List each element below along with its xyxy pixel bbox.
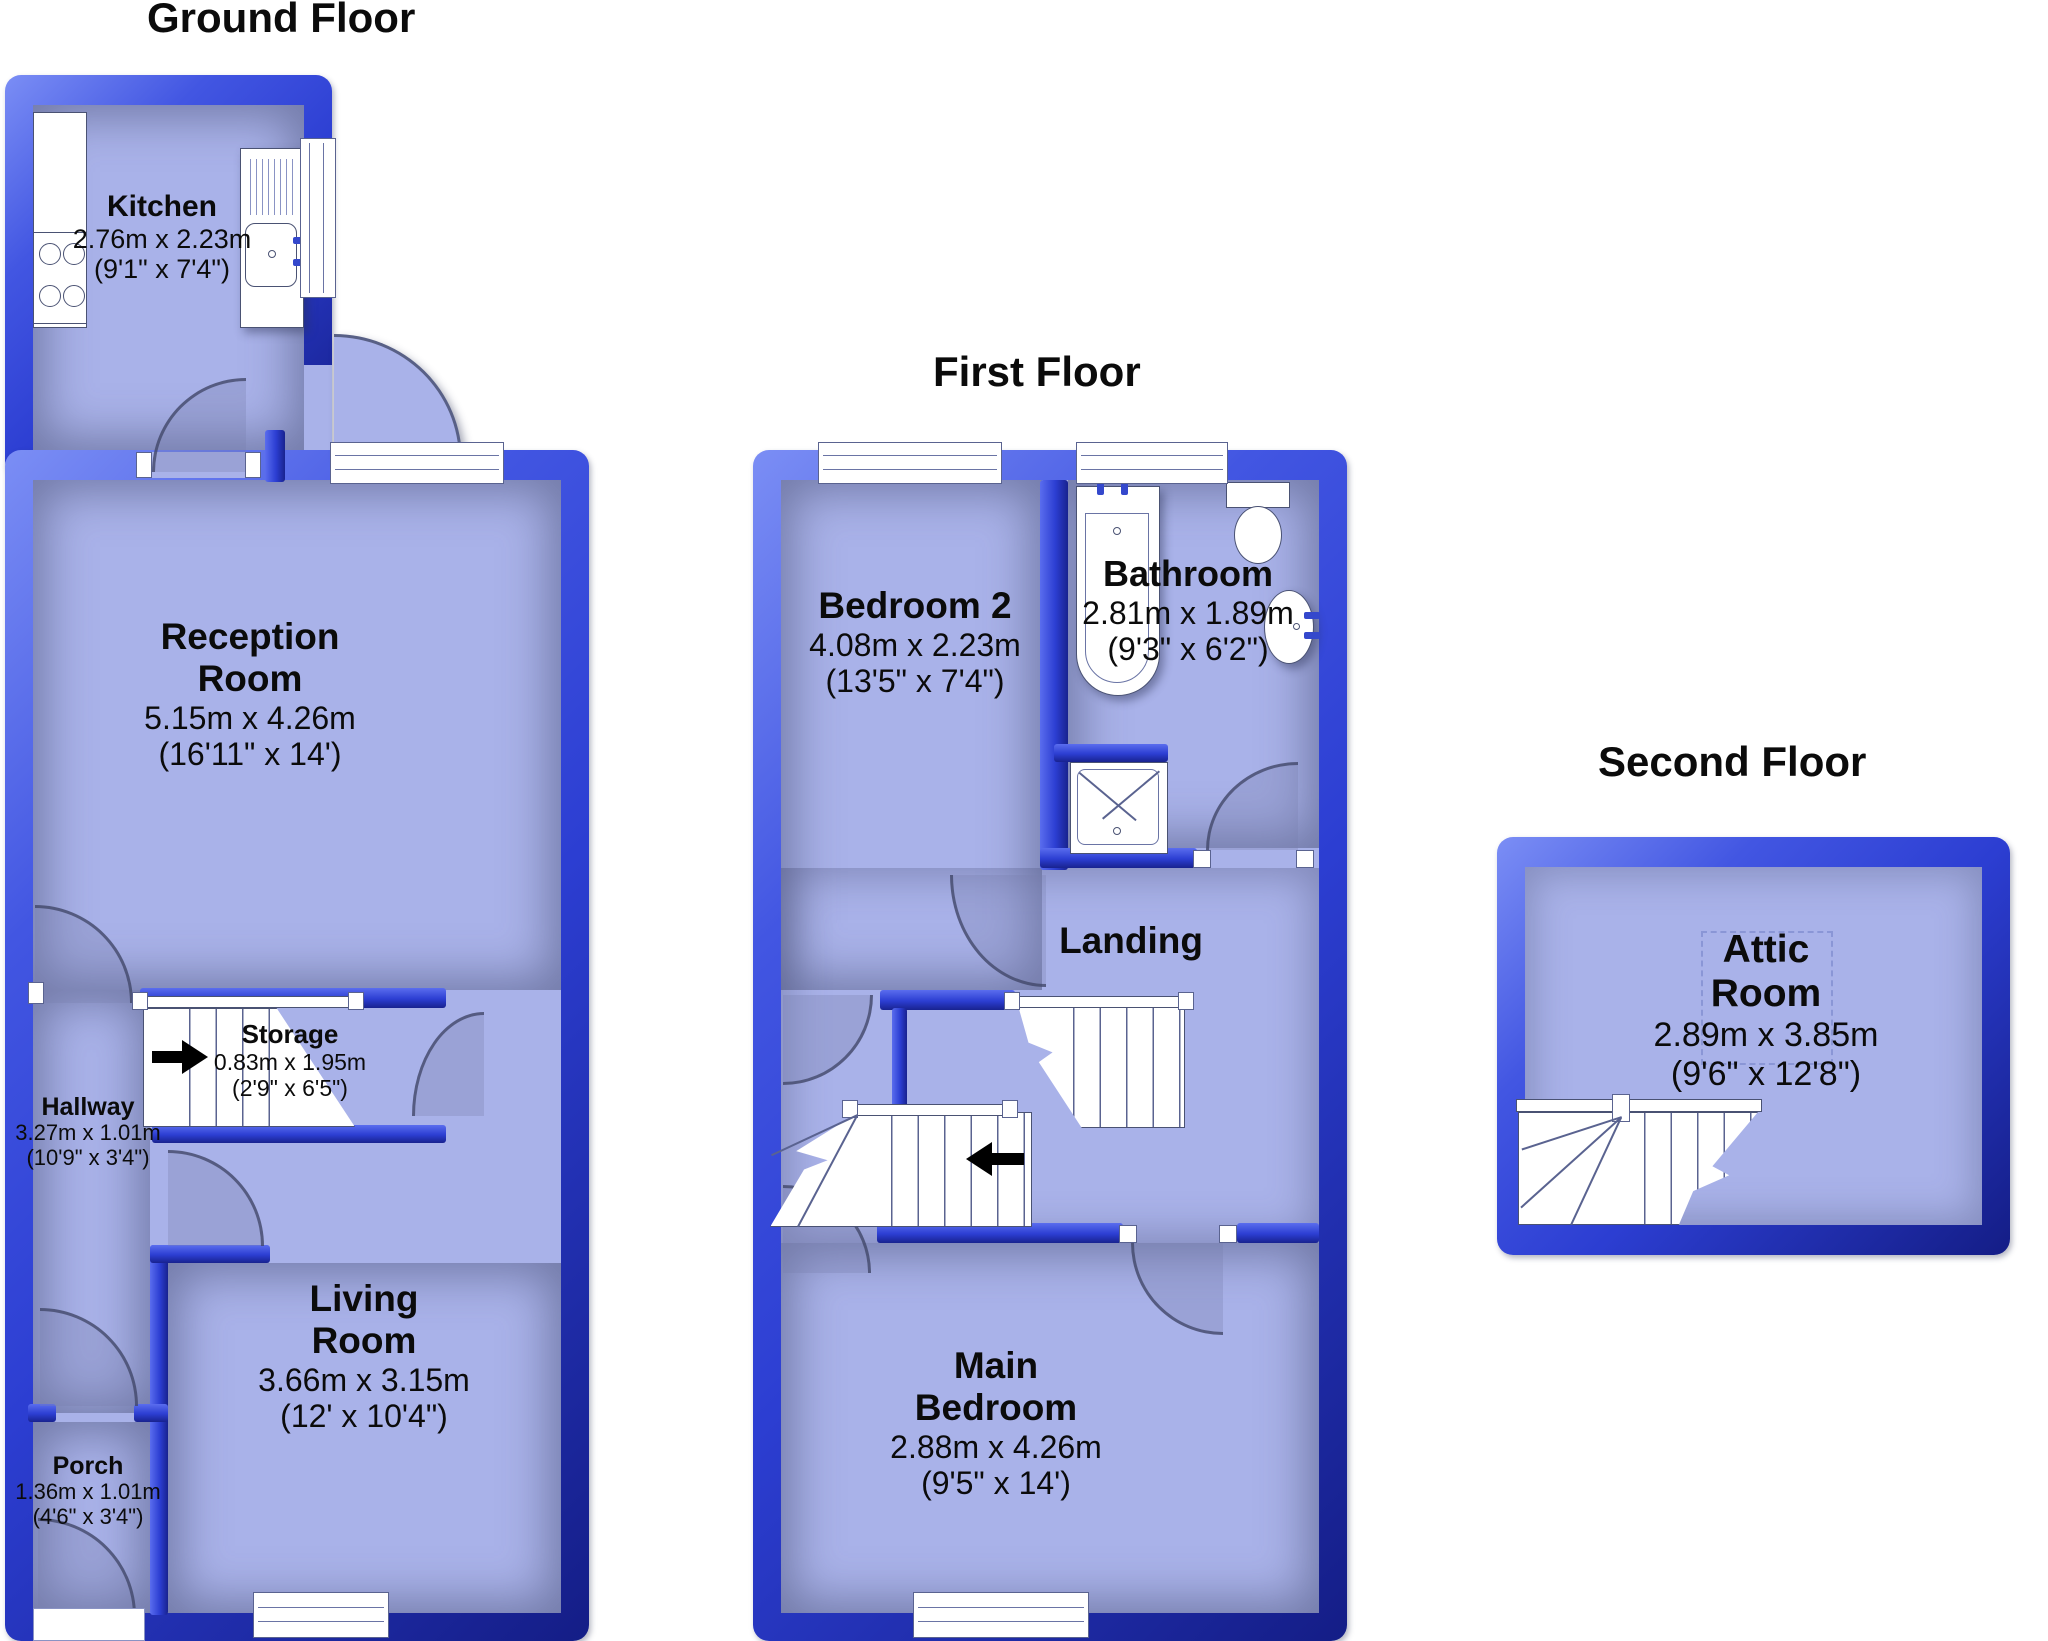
front-door-opening	[33, 1608, 145, 1641]
shower-drain-icon	[1113, 827, 1121, 835]
stairs-to-second-floor	[1018, 1006, 1185, 1128]
storage-label: Storage 0.83m x 1.95m (2'9" x 6'5")	[213, 1019, 367, 1102]
storage-bottom-wall	[152, 1125, 446, 1143]
tap-icon	[1097, 479, 1104, 495]
hob-burner-icon	[39, 285, 61, 307]
porch-wall-stub	[28, 1404, 56, 1422]
wall-stub	[265, 430, 285, 482]
kitchen-window	[300, 138, 336, 298]
hob-burner-icon	[63, 243, 85, 265]
bath-drain-icon	[1113, 527, 1121, 535]
stair-newel	[1002, 1100, 1018, 1118]
toilet-cistern-icon	[1226, 482, 1290, 508]
basin-drain-icon	[1293, 623, 1300, 630]
reception-label: Reception Room 5.15m x 4.26m (16'11" x 1…	[144, 616, 356, 772]
stair-newel	[132, 992, 148, 1010]
door-jamb	[1219, 1225, 1237, 1243]
tap-icon	[1121, 479, 1128, 495]
door-jamb	[1193, 850, 1211, 868]
tap-icon	[1304, 632, 1320, 639]
hob-burner-icon	[39, 243, 61, 265]
stair-newel	[1178, 992, 1194, 1010]
living-top-wall-stub	[150, 1245, 270, 1263]
first-floor-title: First Floor	[933, 348, 1141, 395]
hob-burner-icon	[63, 285, 85, 307]
hallway-label: Hallway 3.27m x 1.01m (10'9" x 3'4")	[15, 1093, 161, 1171]
kitchen-label: Kitchen 2.76m x 2.23m (9'1" x 7'4")	[72, 190, 252, 285]
bathtub-icon	[1076, 479, 1160, 696]
stair-rail	[848, 1104, 1012, 1116]
landing-label: Landing	[1059, 920, 1203, 961]
living-window	[253, 1592, 389, 1638]
main-bedroom-window	[913, 1592, 1089, 1638]
stairs-down-arrow-icon	[966, 1142, 1026, 1176]
bedroom2-bathroom-wall	[1040, 480, 1068, 870]
bedroom2-window	[818, 442, 1002, 484]
door-jamb	[1119, 1225, 1137, 1243]
kitchen-door-opening	[302, 365, 332, 450]
stair-newel	[348, 992, 364, 1010]
attic-label: Attic Room 2.89m x 3.85m (9'6" x 12'8")	[1653, 928, 1879, 1093]
bedroom2-label: Bedroom 2 4.08m x 2.23m (13'5" x 7'4")	[809, 585, 1021, 699]
tap-icon	[1304, 612, 1320, 619]
basin-icon	[1264, 590, 1314, 664]
kitchen-counter-sink	[240, 148, 309, 328]
stair-rail	[1516, 1099, 1762, 1112]
draining-board-icon	[245, 159, 297, 215]
sink-drain-icon	[268, 250, 276, 258]
stair-newel	[1612, 1094, 1630, 1122]
second-floor-title: Second Floor	[1598, 738, 1867, 785]
door-jamb	[1296, 850, 1314, 868]
attic-headroom-dashed-outline	[1701, 931, 1833, 1065]
hob	[33, 232, 87, 324]
door-jamb	[136, 452, 152, 478]
porch-wall-stub	[134, 1404, 168, 1422]
door-jamb	[245, 452, 261, 478]
main-bedroom-top-wall	[1237, 1223, 1319, 1243]
door-jamb	[28, 982, 44, 1004]
main-bedroom-top-wall	[877, 1223, 1123, 1243]
living-label: Living Room 3.66m x 3.15m (12' x 10'4")	[258, 1278, 470, 1434]
main-bedroom-label: Main Bedroom 2.88m x 4.26m (9'5" x 14')	[890, 1345, 1102, 1501]
reception-window	[330, 442, 504, 484]
bathroom-label: Bathroom 2.81m x 1.89m (9'3" x 6'2")	[1082, 553, 1294, 667]
porch-label: Porch 1.36m x 1.01m (4'6" x 3'4")	[15, 1452, 161, 1530]
bathroom-window	[1076, 442, 1228, 484]
shower-wall	[1054, 744, 1168, 762]
living-left-wall	[150, 1245, 168, 1615]
bedroom2-bottom-wall	[880, 990, 1015, 1010]
stair-newel	[1004, 992, 1020, 1010]
toilet-icon	[1234, 506, 1282, 564]
stair-rail	[138, 996, 362, 1008]
stairs-up-arrow-icon	[152, 1040, 208, 1074]
stair-rail	[1010, 996, 1192, 1008]
sink-icon	[245, 223, 297, 287]
ground-floor-title: Ground Floor	[147, 0, 416, 41]
